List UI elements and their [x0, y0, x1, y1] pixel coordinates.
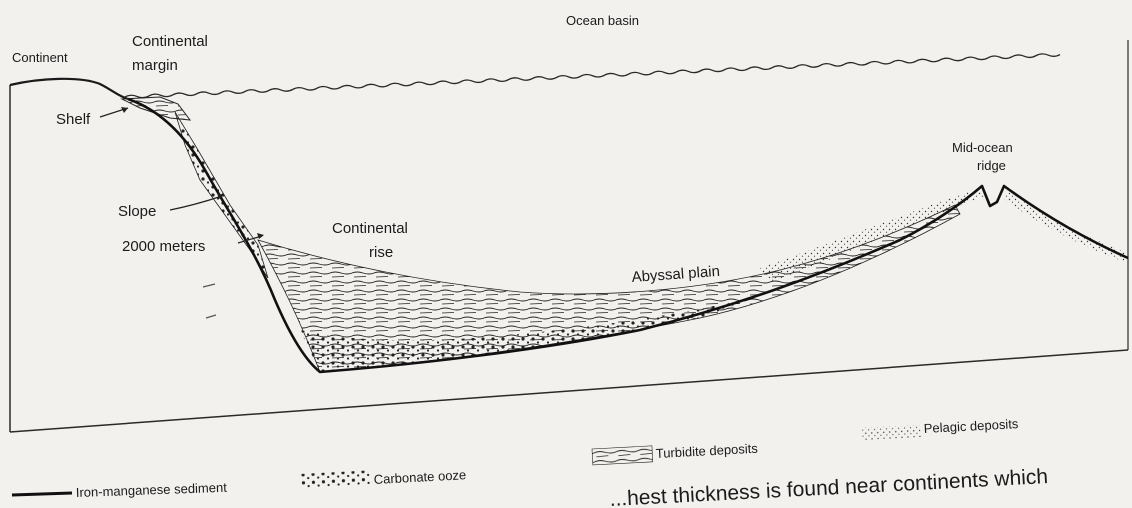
legend-pelagic-label: Pelagic deposits: [923, 416, 1019, 436]
slope-label: Slope: [118, 203, 156, 220]
mid-ocean-ridge-label-2: ridge: [977, 158, 1006, 173]
legend-carbonate-swatch: [300, 470, 371, 488]
legend-turbidite-swatch: [592, 446, 653, 465]
mid-ocean-ridge-label-1: Mid-ocean: [952, 140, 1013, 155]
continental-rise-label-1: Continental: [332, 220, 408, 237]
legend-turbidite-label: Turbidite deposits: [655, 441, 758, 461]
continental-margin-label-1: Continental: [132, 33, 208, 50]
pelagic-deposits: [760, 188, 985, 282]
continental-rise-label-2: rise: [369, 244, 393, 261]
legend-iron-manganese-swatch: [12, 493, 72, 495]
legend-pelagic-swatch: [862, 425, 921, 440]
ocean-basin-label: Ocean basin: [566, 13, 639, 28]
slope-arrow: [170, 196, 222, 210]
continent-surface: [10, 79, 128, 99]
abyssal-plain-label: Abyssal plain: [631, 263, 720, 286]
sea-surface-line: [125, 53, 1060, 98]
continent-label: Continent: [12, 50, 68, 65]
continental-margin-label-2: margin: [132, 57, 178, 74]
caption-text: ...hest thickness is found near continen…: [609, 465, 1049, 508]
depth-label: 2000 meters: [122, 238, 205, 255]
depth-arrowhead: [257, 233, 264, 239]
legend-carbonate-label: Carbonate ooze: [373, 467, 466, 487]
legend-iron-manganese-label: Iron-manganese sediment: [76, 480, 228, 500]
stray-mark-1: [203, 284, 215, 287]
shelf-label: Shelf: [56, 111, 91, 128]
stray-mark-2: [206, 315, 216, 318]
